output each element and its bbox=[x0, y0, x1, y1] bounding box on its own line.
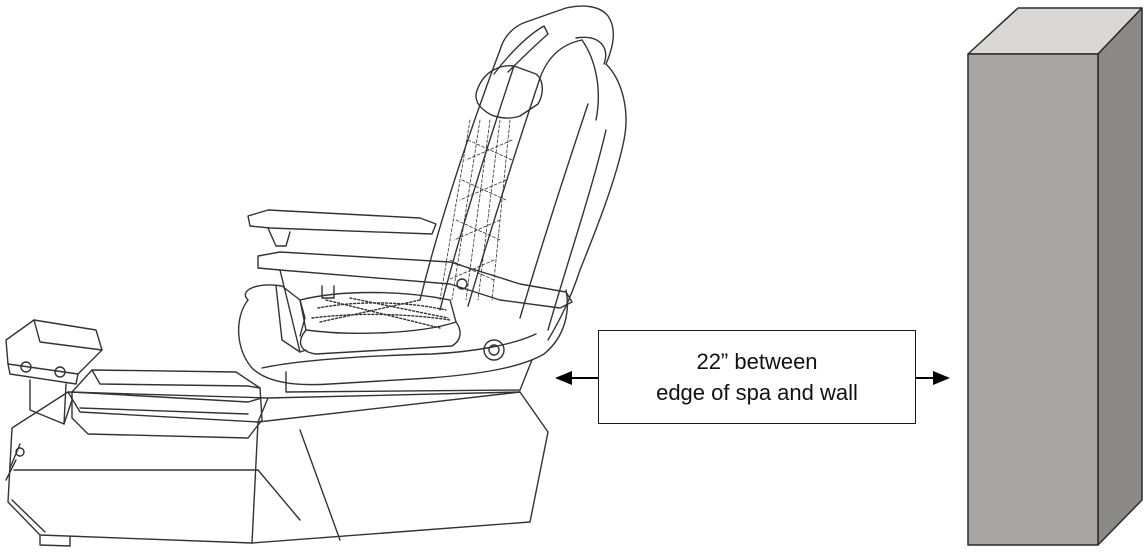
arrow-left bbox=[555, 371, 598, 385]
seat-cushion bbox=[299, 291, 461, 355]
chair-backrest bbox=[419, 5, 627, 341]
headrest-pillow bbox=[475, 25, 549, 119]
water-tap-knob bbox=[5, 443, 25, 481]
callout-line-1: 22” between bbox=[696, 349, 818, 374]
wall-front-face bbox=[967, 53, 1099, 546]
wall-side-face bbox=[1097, 7, 1143, 546]
foot-basin bbox=[71, 369, 263, 439]
armrest-near bbox=[257, 251, 573, 353]
dimension-callout-box: 22” between edge of spa and wall bbox=[598, 330, 916, 424]
callout-line-2: edge of spa and wall bbox=[656, 380, 858, 405]
faucet-controls bbox=[5, 319, 103, 425]
chair-shell bbox=[237, 284, 569, 393]
armrest-far bbox=[247, 209, 437, 247]
arrow-right bbox=[916, 371, 950, 385]
massage-mesh bbox=[439, 119, 513, 301]
pedicure-spa-chair bbox=[5, 5, 627, 547]
wall-block bbox=[967, 7, 1143, 546]
spa-base bbox=[7, 391, 549, 547]
